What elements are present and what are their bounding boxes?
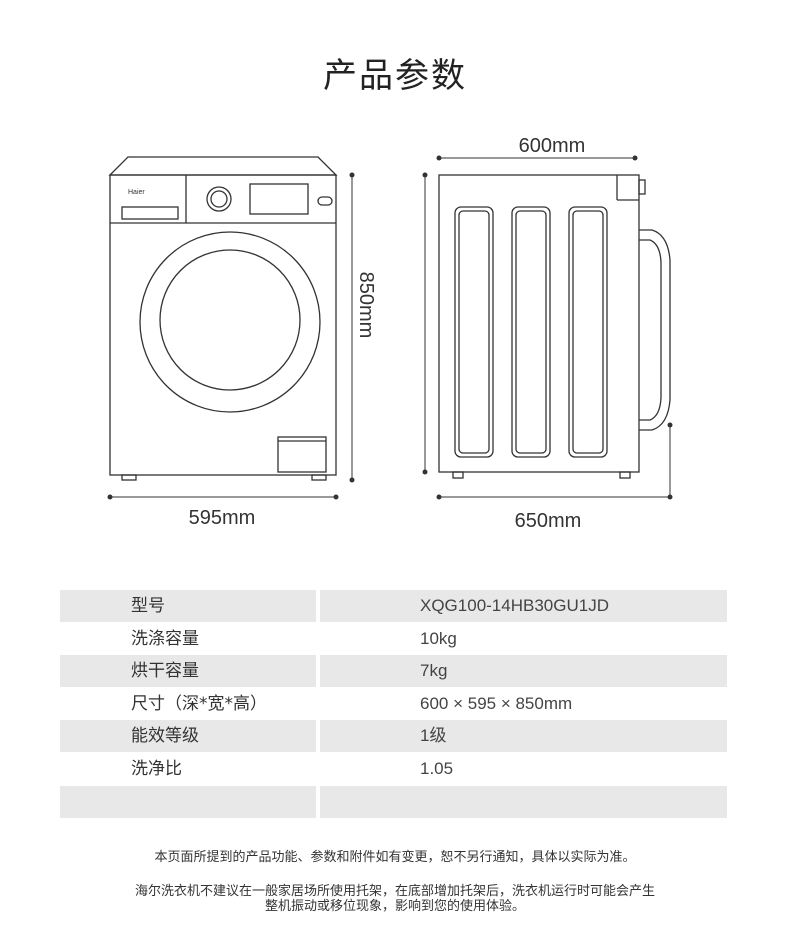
- spec-row: 型号 XQG100-14HB30GU1JD: [60, 590, 727, 622]
- side-rib: [568, 206, 608, 458]
- front-view: [108, 156, 338, 481]
- spec-label: 型号: [60, 590, 316, 622]
- depth-top-label: 600mm: [519, 135, 586, 157]
- bracket-warning-note: 海尔洗衣机不建议在一般家居场所使用托架，在底部增加托架后，洗衣机运行时可能会产生…: [0, 884, 790, 914]
- spec-row: 洗涤容量 10kg: [60, 623, 727, 655]
- side-view: [438, 174, 671, 479]
- spec-label: 烘干容量: [60, 655, 316, 688]
- brand-logo: Haier: [128, 189, 145, 196]
- spec-value: 10kg: [420, 628, 457, 648]
- spec-label: 洗涤容量: [131, 628, 199, 649]
- side-rib: [454, 206, 494, 458]
- spec-label: [60, 785, 316, 818]
- dimension-diagram: Haier 595mm 850mm 600mm: [107, 135, 673, 532]
- page-title: 产品参数: [323, 56, 467, 96]
- spec-row: [60, 785, 727, 818]
- detergent-drawer: [121, 206, 179, 220]
- front-dimension-lines: [110, 175, 353, 498]
- spec-row: 烘干容量 7kg: [60, 655, 727, 688]
- height-label: 850mm: [355, 272, 377, 339]
- spec-row: 洗净比 1.05: [60, 753, 727, 785]
- spec-table: 型号 XQG100-14HB30GU1JD 洗涤容量 10kg 烘干容量 7kg…: [60, 590, 727, 818]
- bracket-warning-line: 整机振动或移位现象，影响到您的使用体验。: [264, 899, 525, 914]
- spec-value: 1.05: [420, 758, 454, 778]
- door-profile: [639, 229, 671, 431]
- spec-value: 600 × 595 × 850mm: [420, 693, 573, 713]
- spec-value: 7kg: [320, 655, 727, 688]
- control-display: [249, 183, 309, 215]
- depth-total-label: 650mm: [515, 510, 582, 532]
- spec-row: 能效等级 1级: [60, 720, 727, 753]
- spec-label: 洗净比: [131, 758, 182, 779]
- side-rib: [511, 206, 551, 458]
- side-dimension-lines: [424, 157, 671, 498]
- spec-row: 尺寸（深*宽*高） 600 × 595 × 850mm: [60, 688, 727, 720]
- filter-cover: [277, 436, 327, 473]
- spec-label: 尺寸（深*宽*高）: [131, 693, 267, 714]
- bracket-warning-line: 海尔洗衣机不建议在一般家居场所使用托架，在底部增加托架后，洗衣机运行时可能会产生: [134, 884, 655, 899]
- door-glass: [159, 249, 301, 391]
- door-outer: [139, 231, 321, 413]
- spec-value: 1级: [320, 720, 727, 753]
- spec-label: 能效等级: [60, 720, 316, 753]
- spec-value: XQG100-14HB30GU1JD: [320, 590, 727, 622]
- button-icon: [317, 196, 333, 206]
- program-knob: [206, 186, 232, 212]
- disclaimer-note: 本页面所提到的产品功能、参数和附件如有变更，恕不另行通知，具体以实际为准。: [154, 850, 636, 865]
- spec-value: [320, 785, 727, 818]
- width-label: 595mm: [189, 507, 256, 529]
